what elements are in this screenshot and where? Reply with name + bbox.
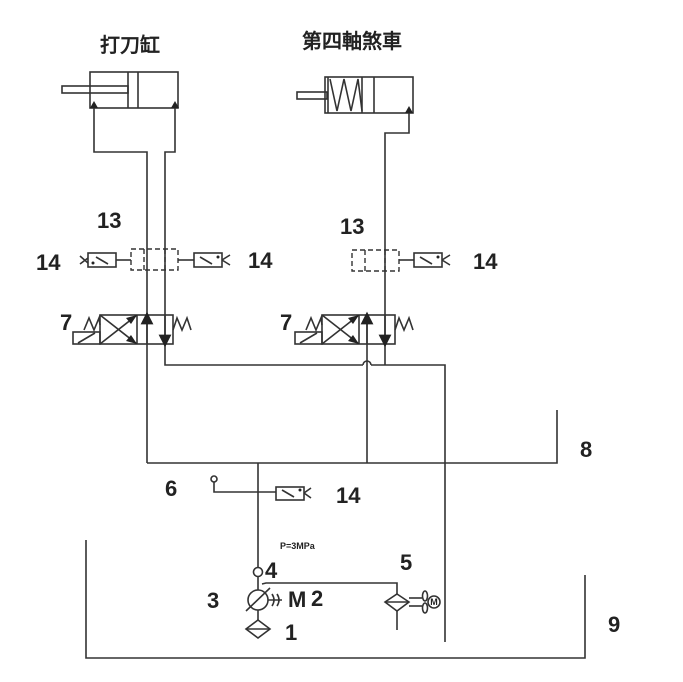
label-5: 5 [400, 550, 412, 575]
pump [245, 587, 282, 612]
title-fourth-axis-brake: 第四軸煞車 [302, 29, 402, 53]
tool-cylinder [61, 71, 179, 109]
motor-letter: M [288, 587, 306, 612]
pipes [93, 108, 558, 642]
manifold-block-right [351, 249, 414, 272]
solenoid-valve-left [72, 311, 192, 348]
oil-tank [85, 540, 586, 659]
pressure-value: P=3MPa [280, 541, 316, 551]
label-13-right: 13 [340, 214, 364, 239]
manifold-block-left [116, 248, 194, 271]
label-2: 2 [311, 586, 323, 611]
limit-switch-left-b [193, 252, 231, 268]
limit-switch-left-a [79, 252, 117, 268]
label-13-left: 13 [97, 208, 121, 233]
solenoid-valve-right [294, 311, 414, 348]
suction-filter-icon [244, 619, 272, 639]
limit-switch-right [413, 252, 451, 268]
pressure-switch [275, 486, 312, 501]
title-tool-cylinder: 打刀缸 [100, 33, 160, 57]
pressure-gauge-icon [210, 475, 218, 483]
label-7-right: 7 [280, 310, 292, 335]
cooler-motor-letter: M [430, 597, 438, 607]
label-14-right: 14 [473, 249, 498, 274]
label-4: 4 [265, 558, 278, 583]
label-14-pressure: 14 [336, 483, 361, 508]
brake-cylinder [296, 76, 414, 114]
label-8: 8 [580, 437, 592, 462]
label-14-left-a: 14 [36, 250, 61, 275]
label-1: 1 [285, 620, 297, 645]
label-6: 6 [165, 476, 177, 501]
label-3: 3 [207, 588, 219, 613]
check-valve-icon [252, 566, 264, 578]
label-9: 9 [608, 612, 620, 637]
label-7-left: 7 [60, 310, 72, 335]
oil-cooler: M [383, 590, 441, 614]
label-14-left-b: 14 [248, 248, 273, 273]
